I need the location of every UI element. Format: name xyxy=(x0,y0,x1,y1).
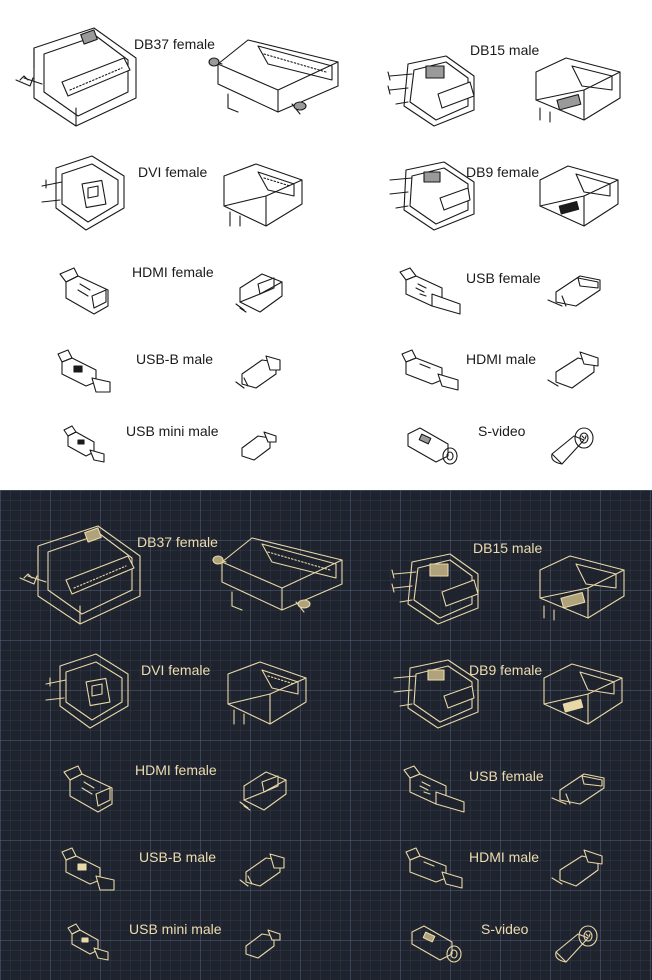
light-blueprint-panel: DB37 female DB15 male xyxy=(15,27,621,465)
label-hdmim: HDMI male xyxy=(469,849,540,865)
label-db9: DB9 female xyxy=(466,164,540,180)
usb-b-male-connector-icon-front xyxy=(61,847,115,891)
label-dvi: DVI female xyxy=(138,164,208,180)
s-video-connector-icon-back xyxy=(555,925,598,963)
label-db15: DB15 male xyxy=(470,42,540,58)
dark-blueprint-panel: DB37 female DB15 male xyxy=(0,490,652,980)
usb-female-connector-icon-back xyxy=(551,773,605,805)
db15-male-connector-icon-front xyxy=(391,553,479,625)
dvi-female-connector-icon-back xyxy=(227,661,307,725)
dvi-female-connector-icon-front xyxy=(45,653,129,729)
label-db15: DB15 male xyxy=(473,540,543,556)
label-usbf: USB female xyxy=(469,768,544,784)
usb-mini-male-connector-icon-front xyxy=(67,923,109,961)
hdmi-male-connector-icon-front xyxy=(401,349,459,391)
label-usbmini: USB mini male xyxy=(126,423,219,439)
db37-female-connector-icon-front xyxy=(19,525,141,625)
hdmi-male-connector-icon-front xyxy=(405,847,463,889)
usb-mini-male-connector-icon-back xyxy=(245,929,281,959)
db15-male-connector-icon-back xyxy=(535,57,621,123)
db9-female-connector-icon-back xyxy=(539,165,619,227)
hdmi-female-connector-icon-front xyxy=(59,267,109,315)
label-hdmim: HDMI male xyxy=(466,351,537,367)
label-db37: DB37 female xyxy=(134,36,215,52)
usb-b-male-connector-icon-back xyxy=(239,853,285,887)
label-usbmini: USB mini male xyxy=(129,921,222,937)
hdmi-female-connector-icon-back xyxy=(235,273,283,313)
label-svideo: S-video xyxy=(478,423,526,439)
label-svideo: S-video xyxy=(481,921,529,937)
db9-female-connector-icon-front xyxy=(389,161,475,231)
db37-female-connector-icon-back xyxy=(212,537,343,613)
db9-female-connector-icon-back xyxy=(543,663,623,725)
dvi-female-connector-icon-front xyxy=(41,155,125,231)
db37-female-connector-icon-front xyxy=(15,27,137,127)
db15-male-connector-icon-back xyxy=(539,555,625,621)
usb-mini-male-connector-icon-back xyxy=(241,431,277,461)
usb-female-connector-icon-front xyxy=(399,267,461,315)
usb-b-male-connector-icon-front xyxy=(57,349,111,393)
db9-female-connector-icon-front xyxy=(393,659,479,729)
label-usbb: USB-B male xyxy=(139,849,217,865)
s-video-connector-icon-front xyxy=(411,925,462,963)
usb-female-connector-icon-back xyxy=(547,275,601,307)
usb-female-connector-icon-front xyxy=(403,765,465,813)
db37-female-connector-icon-back xyxy=(208,39,339,115)
s-video-connector-icon-back xyxy=(551,427,594,465)
db15-male-connector-icon-front xyxy=(387,55,475,127)
label-dvi: DVI female xyxy=(141,662,211,678)
usb-b-male-connector-icon-back xyxy=(235,355,281,389)
label-hdmif: HDMI female xyxy=(132,264,214,280)
dvi-female-connector-icon-back xyxy=(223,163,303,227)
label-hdmif: HDMI female xyxy=(135,762,217,778)
s-video-connector-icon-front xyxy=(407,427,458,465)
hdmi-male-connector-icon-back xyxy=(547,351,599,389)
hdmi-female-connector-icon-back xyxy=(239,771,287,811)
label-db9: DB9 female xyxy=(469,662,543,678)
label-usbb: USB-B male xyxy=(136,351,214,367)
usb-mini-male-connector-icon-front xyxy=(63,425,105,463)
label-db37: DB37 female xyxy=(137,534,218,550)
hdmi-male-connector-icon-back xyxy=(551,849,603,887)
hdmi-female-connector-icon-front xyxy=(63,765,113,813)
label-usbf: USB female xyxy=(466,270,541,286)
